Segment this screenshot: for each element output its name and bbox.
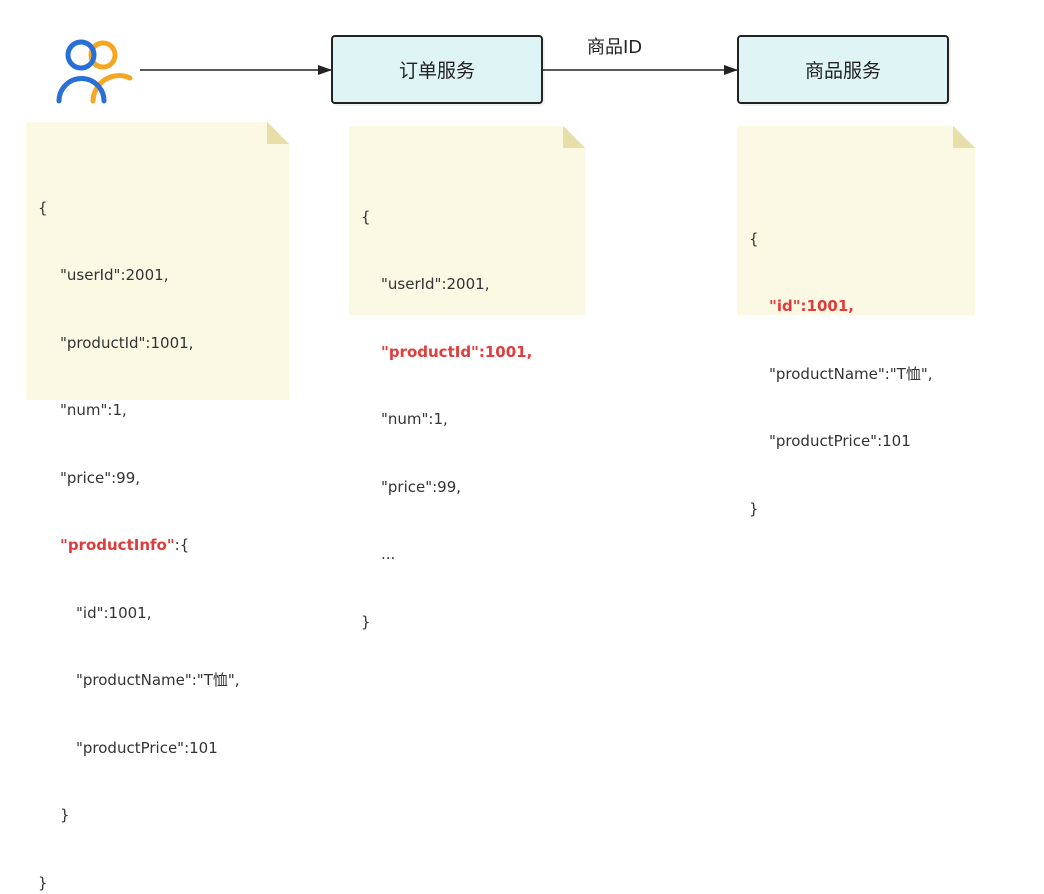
note-fold-corner [267, 122, 289, 144]
order-service-label: 订单服务 [399, 56, 475, 83]
json-close-brace: } [361, 611, 585, 634]
note-fold-corner [563, 126, 585, 148]
json-line-num: "num":1, [361, 408, 585, 431]
json-line-ellipsis: ... [361, 543, 585, 566]
json-line-productid: "productId":1001, [38, 332, 289, 355]
json-line-productname: "productName":"T恤", [749, 363, 975, 386]
json-inner-close-brace: } [38, 804, 289, 827]
json-line-price: "price":99, [361, 476, 585, 499]
json-close-brace: } [38, 872, 289, 894]
json-open-brace: { [361, 206, 585, 229]
json-close-brace: } [749, 498, 975, 521]
note-order-request: { "userId":2001, "productId":1001, "num"… [349, 126, 585, 315]
product-service-node[interactable]: 商品服务 [737, 35, 949, 104]
user-icon [59, 42, 130, 101]
json-open-brace: { [38, 197, 289, 220]
json-line-productprice: "productPrice":101 [38, 737, 289, 760]
json-productinfo-open: :{ [175, 536, 190, 554]
order-service-node[interactable]: 订单服务 [331, 35, 543, 104]
json-line-productprice: "productPrice":101 [749, 430, 975, 453]
json-line-productinfo: "productInfo":{ [38, 534, 289, 557]
json-line-id: "id":1001, [38, 602, 289, 625]
product-service-label: 商品服务 [805, 56, 881, 83]
note-product-response: { "id":1001, "productName":"T恤", "produc… [737, 126, 975, 315]
json-line-userid: "userId":2001, [38, 264, 289, 287]
edge-label-product-id: 商品ID [587, 33, 642, 59]
json-line-userid: "userId":2001, [361, 273, 585, 296]
json-open-brace: { [749, 228, 975, 251]
json-line-price: "price":99, [38, 467, 289, 490]
note-fold-corner [953, 126, 975, 148]
json-line-num: "num":1, [38, 399, 289, 422]
json-line-id-highlight: "id":1001, [749, 295, 975, 318]
json-key-productinfo-highlight: "productInfo" [60, 536, 175, 554]
json-line-productid-highlight: "productId":1001, [361, 341, 585, 364]
note-order-with-product-info: { "userId":2001, "productId":1001, "num"… [26, 122, 289, 400]
json-line-productname: "productName":"T恤", [38, 669, 289, 692]
